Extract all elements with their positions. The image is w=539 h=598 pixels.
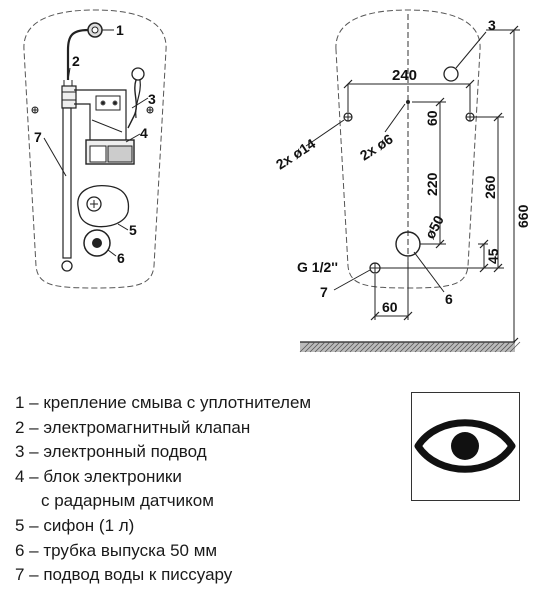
left-leaders bbox=[43, 29, 149, 257]
right-callout-7: 7 bbox=[320, 284, 328, 300]
supply-inlet bbox=[61, 260, 73, 272]
callout-7: 7 bbox=[34, 129, 42, 145]
dim-60-top: 60 bbox=[424, 110, 440, 126]
sensor-symbol-box bbox=[411, 392, 520, 501]
callout-4: 4 bbox=[140, 125, 148, 141]
right-dimension-labels: 240 60 220 260 660 45 60 2x ø14 2x ø6 ø5… bbox=[273, 17, 531, 315]
dim-220: 220 bbox=[424, 172, 440, 196]
callout-2: 2 bbox=[72, 53, 80, 69]
magnetic-valve bbox=[61, 85, 77, 109]
thread-label: G 1/2'' bbox=[297, 259, 338, 275]
right-callout-3: 3 bbox=[488, 17, 496, 33]
legend-item-2: 2 – электромагнитный клапан bbox=[15, 417, 251, 437]
legend-item-7: 7 – подвод воды к писсуару bbox=[15, 565, 233, 585]
floor-line bbox=[299, 341, 521, 353]
dim-45: 45 bbox=[485, 248, 501, 264]
right-flush-connector bbox=[443, 66, 459, 82]
dim-660: 660 bbox=[515, 204, 531, 228]
right-urinal-outline bbox=[335, 9, 481, 289]
right-callout-6: 6 bbox=[445, 291, 453, 307]
legend-item-4-continued: с радарным датчиком bbox=[41, 491, 214, 511]
dia-50-label: ø50 bbox=[422, 212, 448, 241]
electronic-cable bbox=[127, 79, 137, 129]
legend-item-4: 4 – блок электроники bbox=[15, 466, 182, 486]
legend-item-5: 5 – сифон (1 л) bbox=[15, 515, 135, 535]
hole-6-label: 2x ø6 bbox=[357, 130, 396, 163]
callout-5: 5 bbox=[129, 222, 137, 238]
legend-item-3: 3 – электронный подвод bbox=[15, 442, 207, 462]
legend-item-6: 6 – трубка выпуска 50 мм bbox=[15, 540, 218, 560]
hole-14-label: 2x ø14 bbox=[273, 135, 318, 172]
installation-diagram: 1 2 3 4 5 6 7 bbox=[23, 9, 531, 353]
legend-item-1: 1 – крепление смыва с уплотнителем bbox=[15, 393, 312, 412]
mount-bracket bbox=[74, 89, 127, 147]
callout-6: 6 bbox=[117, 250, 125, 266]
electronic-connector bbox=[131, 67, 145, 81]
left-callout-labels: 1 2 3 4 5 6 7 bbox=[34, 22, 156, 266]
callout-3: 3 bbox=[148, 91, 156, 107]
water-supply-pipe bbox=[62, 107, 72, 259]
eye-icon bbox=[414, 419, 516, 473]
legend: 1 – крепление смыва с уплотнителем 2 – э… bbox=[15, 391, 395, 588]
callout-1: 1 bbox=[116, 22, 124, 38]
left-urinal-drawing bbox=[23, 9, 167, 289]
dim-60-bottom: 60 bbox=[382, 299, 398, 315]
siphon bbox=[77, 184, 130, 228]
dim-240: 240 bbox=[392, 67, 417, 84]
right-urinal-drawing bbox=[305, 9, 520, 347]
left-urinal-outline bbox=[23, 9, 167, 289]
flush-pipe bbox=[66, 28, 89, 80]
dim-260: 260 bbox=[482, 175, 498, 199]
hole-6 bbox=[406, 100, 410, 104]
